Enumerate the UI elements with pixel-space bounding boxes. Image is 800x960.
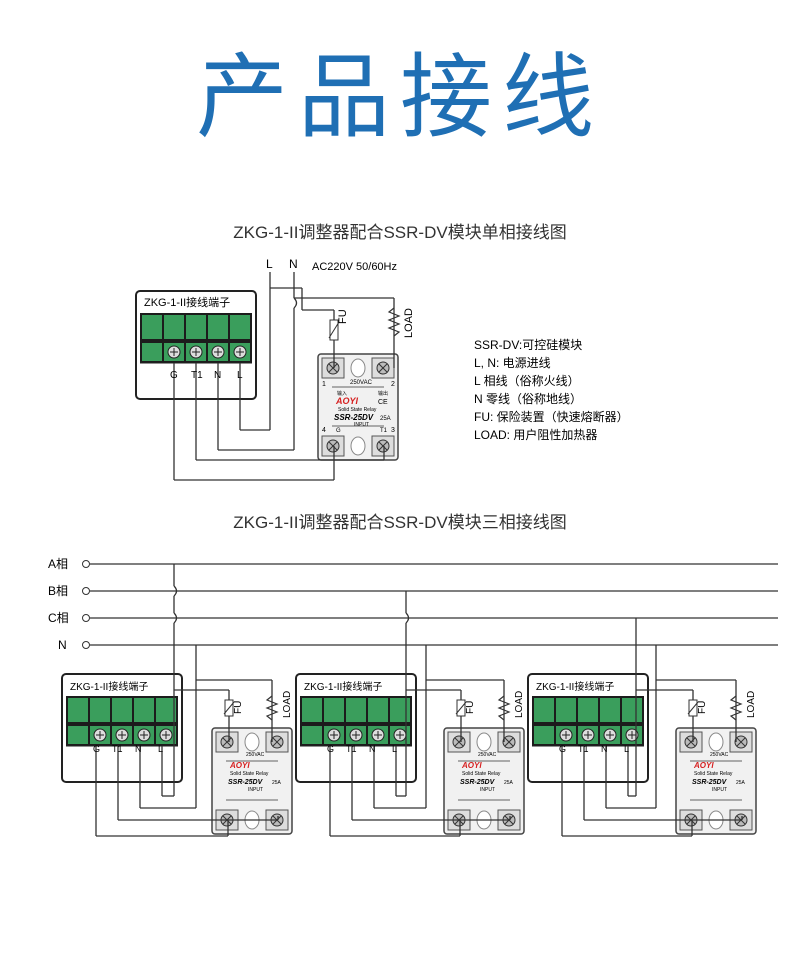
supply-voltage-label: AC220V 50/60Hz bbox=[312, 261, 397, 273]
fuse-label: FU bbox=[697, 701, 708, 714]
terminal-block-title: ZKG-1-II接线端子 bbox=[304, 680, 382, 693]
relay-brand: AOYI bbox=[461, 761, 482, 770]
bus-c-label: C相 bbox=[48, 611, 69, 625]
fuse-label: FU bbox=[465, 701, 476, 714]
relay-in-label: 输入 bbox=[337, 390, 347, 397]
relay-input-label: INPUT bbox=[354, 422, 369, 428]
relay-input-label: INPUT bbox=[248, 787, 263, 793]
legend-item: N 零线（俗称地线） bbox=[474, 392, 582, 406]
terminal-pin-l: L bbox=[392, 744, 397, 754]
relay-out-label: 输出 bbox=[378, 390, 388, 397]
supply-l-label: L bbox=[266, 257, 273, 271]
three-phase-unit-a bbox=[61, 564, 293, 837]
terminal-pin-n: N bbox=[135, 744, 142, 754]
relay-pin-4: 4 bbox=[322, 427, 326, 434]
single-phase-diagram bbox=[135, 272, 401, 481]
relay-rating: 25A bbox=[272, 780, 282, 786]
terminal-pin-l: L bbox=[158, 744, 163, 754]
relay-subtitle: Solid State Relay bbox=[694, 771, 733, 777]
terminal-pin-g: G bbox=[170, 370, 178, 381]
relay-pin-2: 2 bbox=[391, 381, 395, 388]
terminal-pin-t1: T1 bbox=[112, 744, 123, 754]
relay-pin-1: 1 bbox=[322, 381, 326, 388]
bus-b-label: B相 bbox=[48, 584, 68, 598]
terminal-pin-n: N bbox=[214, 370, 221, 381]
relay-subtitle: Solid State Relay bbox=[462, 771, 501, 777]
terminal-pin-l: L bbox=[624, 744, 629, 754]
relay-model: SSR-25DV bbox=[460, 779, 496, 786]
relay-model: SSR-25DV bbox=[692, 779, 728, 786]
terminal-pin-t1: T1 bbox=[191, 370, 203, 381]
three-phase-bus bbox=[82, 560, 778, 649]
relay-rating: 25A bbox=[736, 780, 746, 786]
relay-brand: AOYI bbox=[693, 761, 714, 770]
supply-n-label: N bbox=[289, 257, 298, 271]
three-phase-unit-b bbox=[295, 591, 525, 837]
relay-subtitle: Solid State Relay bbox=[230, 771, 269, 777]
single-phase-caption: ZKG-1-II调整器配合SSR-DV模块单相接线图 bbox=[233, 223, 567, 242]
relay-model: SSR-25DV bbox=[228, 779, 264, 786]
relay-rating: 25A bbox=[380, 416, 391, 422]
legend-item: FU: 保险装置（快速熔断器） bbox=[474, 409, 629, 424]
terminal-pin-n: N bbox=[601, 744, 608, 754]
relay-brand: AOYI bbox=[335, 396, 359, 406]
terminal-block-title: ZKG-1-II接线端子 bbox=[536, 680, 614, 693]
three-phase-unit-c bbox=[527, 618, 757, 837]
relay-voltage: 250VAC bbox=[710, 752, 729, 758]
legend-item: LOAD: 用户阻性加热器 bbox=[474, 427, 597, 442]
terminal-pin-g: G bbox=[327, 744, 334, 754]
three-phase-caption: ZKG-1-II调整器配合SSR-DV模块三相接线图 bbox=[233, 513, 567, 532]
relay-voltage: 250VAC bbox=[478, 752, 497, 758]
relay-pin-3: 3 bbox=[391, 427, 395, 434]
fuse-label: FU bbox=[233, 701, 244, 714]
relay-voltage: 250VAC bbox=[246, 752, 265, 758]
legend: SSR-DV:可控硅模块 L, N: 电源进线 L 相线（俗称火线） N 零线（… bbox=[474, 338, 629, 442]
relay-t1-label: T1 bbox=[380, 428, 388, 434]
relay-input-label: INPUT bbox=[480, 787, 495, 793]
relay-rating: 25A bbox=[504, 780, 514, 786]
terminal-block-title: ZKG-1-II接线端子 bbox=[144, 295, 230, 309]
fuse-label: FU bbox=[337, 309, 349, 324]
load-label: LOAD bbox=[282, 691, 293, 718]
terminal-pin-g: G bbox=[559, 744, 566, 754]
terminal-pin-l: L bbox=[237, 370, 243, 381]
relay-g-label: G bbox=[336, 428, 341, 434]
relay-model: SSR-25DV bbox=[334, 413, 374, 422]
terminal-pin-t1: T1 bbox=[578, 744, 589, 754]
relay-brand: AOYI bbox=[229, 761, 250, 770]
terminal-pin-g: G bbox=[93, 744, 100, 754]
load-label: LOAD bbox=[403, 308, 415, 338]
load-label: LOAD bbox=[514, 691, 525, 718]
legend-item: L 相线（俗称火线） bbox=[474, 374, 580, 388]
page-title: 产品接线 bbox=[195, 44, 604, 151]
bus-a-label: A相 bbox=[48, 557, 68, 571]
relay-voltage: 250VAC bbox=[350, 380, 373, 386]
load-label: LOAD bbox=[746, 691, 757, 718]
relay-input-label: INPUT bbox=[712, 787, 727, 793]
terminal-block-title: ZKG-1-II接线端子 bbox=[70, 680, 148, 693]
legend-item: SSR-DV:可控硅模块 bbox=[474, 338, 582, 352]
terminal-pin-n: N bbox=[369, 744, 376, 754]
relay-ce: CE bbox=[378, 399, 388, 406]
terminal-pin-t1: T1 bbox=[346, 744, 357, 754]
legend-item: L, N: 电源进线 bbox=[474, 356, 551, 370]
relay-subtitle: Solid State Relay bbox=[338, 407, 377, 413]
bus-n-label: N bbox=[58, 638, 67, 652]
